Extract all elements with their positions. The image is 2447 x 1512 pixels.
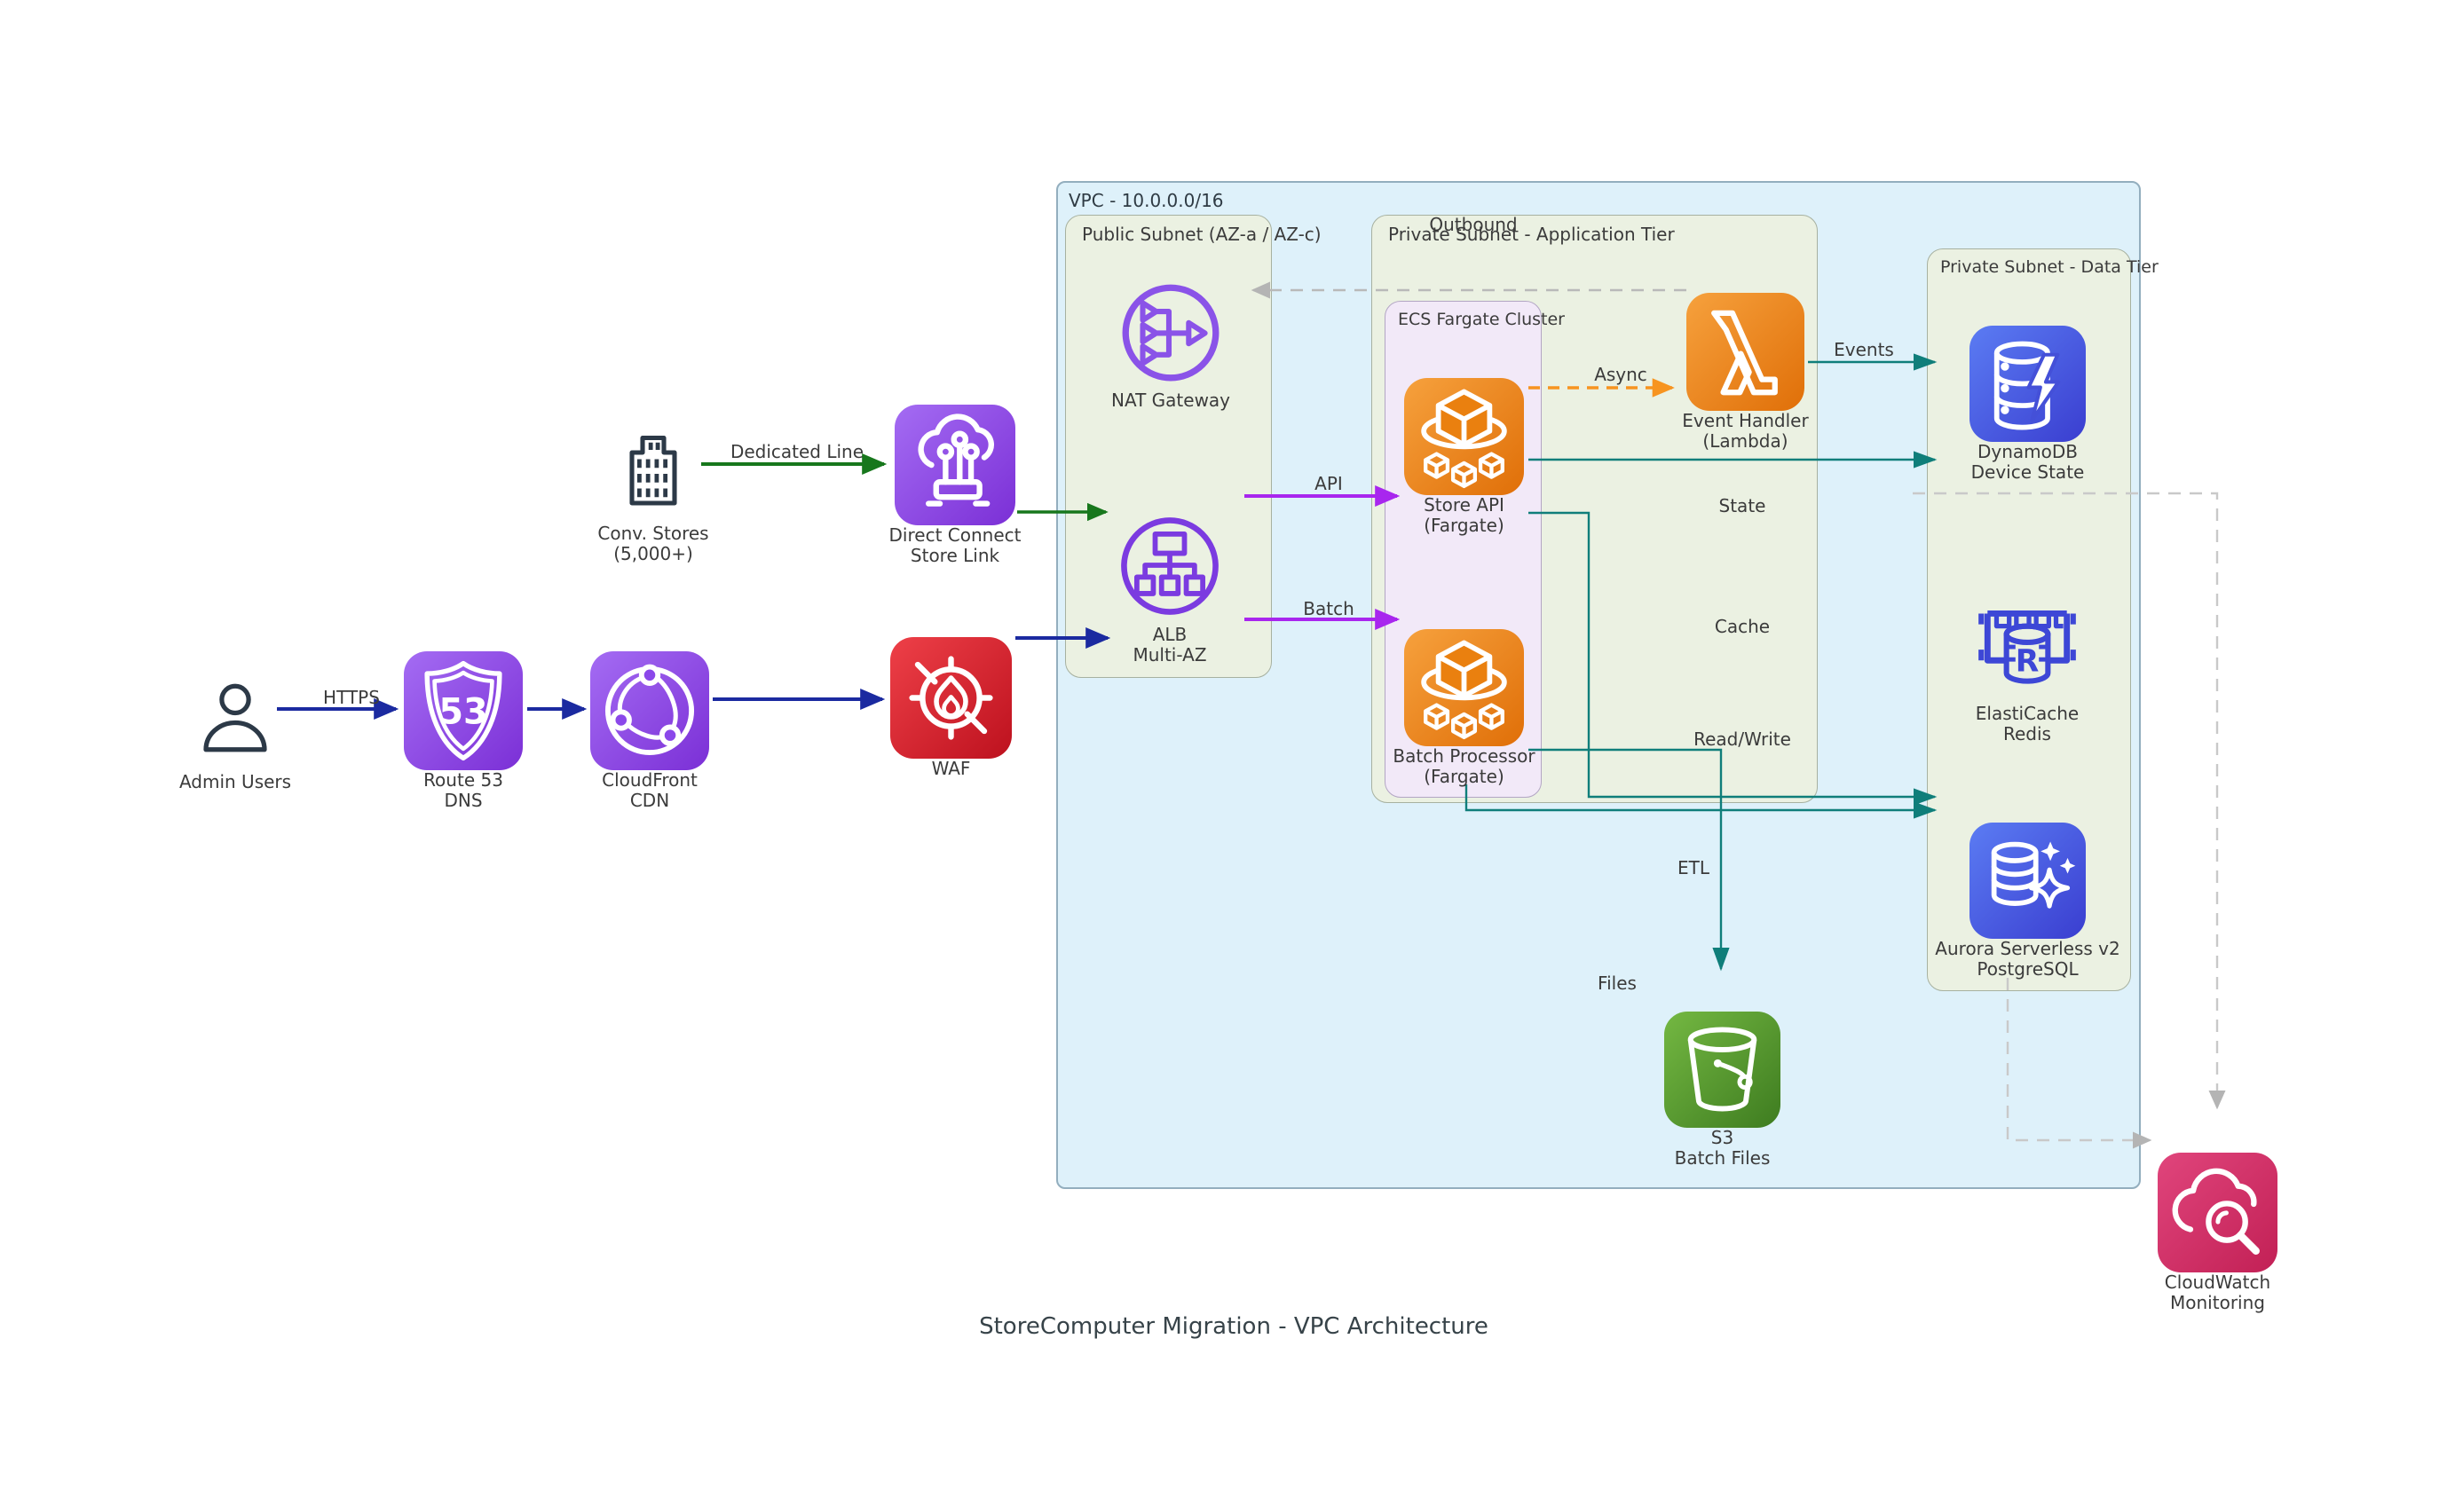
batch-processor-sublabel: (Fargate) — [1424, 766, 1504, 787]
waf-icon — [890, 637, 1012, 759]
edge-label-cache: Cache — [1714, 616, 1771, 637]
aurora-icon — [1969, 823, 2086, 939]
admin-users-label: Admin Users — [178, 771, 292, 792]
office-building-icon — [611, 413, 696, 524]
vpc-label: VPC - 10.0.0.0/16 — [1069, 190, 1224, 211]
node-conv-stores[interactable]: Conv. Stores (5,000+) — [597, 413, 709, 564]
batch-processor-label: Batch Processor — [1393, 745, 1535, 767]
node-cloudwatch[interactable]: CloudWatch Monitoring — [2158, 1153, 2277, 1313]
s3-bucket-icon — [1664, 1012, 1780, 1128]
direct-connect-label: Direct Connect — [888, 524, 1022, 546]
node-s3[interactable]: S3 Batch Files — [1664, 1012, 1780, 1169]
lambda-icon — [1686, 293, 1804, 411]
conv-stores-sublabel: (5,000+) — [613, 543, 693, 564]
waf-label: WAF — [931, 758, 971, 779]
public-subnet-container: Public Subnet (AZ-a / AZ-c) — [1065, 215, 1322, 678]
elasticache-label: ElastiCache — [1975, 703, 2080, 724]
dynamodb-sublabel: Device State — [1970, 461, 2085, 483]
ecs-batch-processor-icon — [1404, 629, 1524, 746]
svg-text:53: 53 — [438, 692, 487, 733]
node-nat-gateway[interactable]: NAT Gateway — [1111, 275, 1231, 411]
edge-label-dedicated-line: Dedicated Line — [730, 441, 864, 462]
cloudwatch-sublabel: Monitoring — [2170, 1292, 2265, 1313]
node-direct-connect[interactable]: Direct Connect Store Link — [889, 405, 1021, 566]
nat-gateway-label: NAT Gateway — [1111, 390, 1231, 411]
app-subnet-label: Private Subnet - Application Tier — [1388, 224, 1675, 245]
cloudwatch-label: CloudWatch — [2164, 1272, 2271, 1293]
edge-label-outbound: Outbound — [1429, 214, 1518, 235]
node-admin-users[interactable]: Admin Users — [179, 664, 291, 792]
user-icon — [196, 664, 274, 772]
node-aurora[interactable]: Aurora Serverless v2 PostgreSQL — [1935, 823, 2120, 980]
edge-label-files: Files — [1598, 973, 1637, 994]
aurora-label: Aurora Serverless v2 — [1935, 938, 2120, 959]
s3-label: S3 — [1710, 1127, 1734, 1148]
dynamodb-icon — [1969, 326, 2086, 442]
edge-label-events: Events — [1834, 339, 1894, 360]
diagram-title: StoreComputer Migration - VPC Architectu… — [979, 1313, 1488, 1340]
node-batch-processor[interactable]: Batch Processor (Fargate) — [1393, 629, 1535, 787]
event-handler-label: Event Handler — [1682, 410, 1809, 431]
node-waf[interactable]: WAF — [890, 637, 1012, 779]
cloudfront-label: CloudFront — [602, 769, 698, 791]
public-subnet-label: Public Subnet (AZ-a / AZ-c) — [1082, 224, 1322, 245]
store-api-label: Store API — [1424, 494, 1504, 516]
route53-label: Route 53 — [423, 769, 503, 791]
node-route53[interactable]: 53 Route 53 DNS — [404, 651, 523, 811]
elasticache-icon: R — [1969, 588, 2085, 704]
edge-label-etl: ETL — [1677, 857, 1709, 878]
edge-dynamodb-to-cloudwatch — [1913, 492, 2226, 1110]
edge-label-async: Async — [1594, 364, 1647, 385]
cloudfront-icon — [590, 651, 709, 770]
dynamodb-label: DynamoDB — [1977, 441, 2078, 462]
edge-etl-files — [1528, 748, 1730, 972]
conv-stores-label: Conv. Stores — [597, 523, 709, 544]
edge-cache — [1528, 511, 1938, 806]
alb-sublabel: Multi-AZ — [1133, 644, 1207, 665]
event-handler-sublabel: (Lambda) — [1702, 430, 1788, 452]
edge-label-state: State — [1718, 495, 1766, 516]
cloudwatch-icon — [2158, 1153, 2277, 1272]
data-subnet-label: Private Subnet - Data Tier — [1940, 257, 2159, 277]
node-elasticache[interactable]: R ElastiCache Redis — [1969, 588, 2085, 744]
direct-connect-icon — [895, 405, 1015, 525]
node-store-api[interactable]: Store API (Fargate) — [1404, 378, 1524, 536]
node-dynamodb[interactable]: DynamoDB Device State — [1969, 326, 2086, 483]
nat-gateway-icon — [1113, 275, 1228, 390]
node-cloudfront[interactable]: CloudFront CDN — [590, 651, 709, 811]
aurora-sublabel: PostgreSQL — [1977, 958, 2079, 980]
node-event-handler[interactable]: Event Handler (Lambda) — [1682, 293, 1809, 452]
route53-icon: 53 — [404, 651, 523, 770]
edge-aurora-to-cloudwatch — [2006, 978, 2152, 1149]
ecs-cluster-label: ECS Fargate Cluster — [1398, 310, 1565, 329]
elasticache-sublabel: Redis — [2003, 723, 2051, 744]
edge-label-api: API — [1314, 473, 1343, 494]
ecs-store-api-icon — [1404, 378, 1524, 495]
s3-sublabel: Batch Files — [1674, 1147, 1771, 1169]
edge-label-read-write: Read/Write — [1693, 728, 1791, 750]
node-alb[interactable]: ALB Multi-AZ — [1111, 508, 1228, 665]
edge-label-https: HTTPS — [323, 687, 380, 708]
alb-label: ALB — [1152, 624, 1188, 645]
edge-read-write — [1464, 784, 1938, 819]
route53-sublabel: DNS — [444, 790, 483, 811]
store-api-sublabel: (Fargate) — [1424, 515, 1504, 536]
alb-icon — [1111, 508, 1228, 625]
direct-connect-sublabel: Store Link — [910, 545, 1000, 566]
svg-text:R: R — [2016, 643, 2040, 679]
cloudfront-sublabel: CDN — [629, 790, 670, 811]
edge-label-batch: Batch — [1303, 598, 1354, 619]
